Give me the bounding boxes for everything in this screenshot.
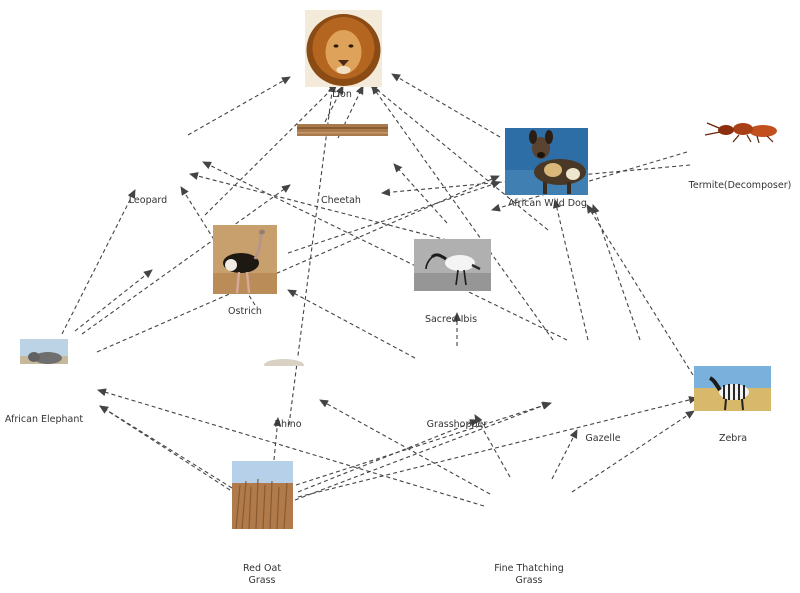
food-web-arrow-11	[81, 184, 291, 335]
food-web-arrow-8	[288, 83, 336, 426]
zebra-label: Zebra	[718, 433, 748, 444]
rhino-image	[262, 356, 306, 366]
food-web-arrow-10	[74, 269, 153, 332]
grasshopper-label: Grasshopper	[426, 419, 488, 430]
food-web-arrow-20	[552, 199, 589, 341]
food-web-arrow-33	[551, 429, 578, 480]
food-web-arrow-29	[99, 405, 233, 489]
leopard-label: Leopard	[128, 195, 168, 206]
food-web-arrow-31	[99, 405, 231, 491]
food-web-arrow-17	[393, 163, 448, 224]
wild-dog-label: African Wild Dog	[508, 198, 587, 209]
zebra-image	[694, 366, 771, 411]
food-web-arrow-21	[591, 204, 641, 341]
food-web-arrow-23	[297, 419, 479, 493]
ibis-image	[414, 239, 491, 291]
food-web-arrow-25	[295, 401, 552, 486]
food-web-arrow-5	[391, 73, 501, 138]
red-oat-grass-image	[232, 461, 293, 529]
cheetah-label: Cheetah	[321, 195, 361, 206]
wild-dog-image	[505, 128, 588, 195]
ibis-label: Sacred Ibis	[424, 314, 478, 325]
food-web-arrow-18	[189, 172, 448, 241]
red-oat-grass-label-line1: Red Oat	[242, 563, 282, 574]
elephant-image	[20, 339, 68, 364]
red-oat-grass-label-line2: Grass	[248, 575, 276, 586]
food-web-arrow-26	[294, 402, 551, 501]
food-web-arrow-27	[319, 399, 491, 495]
food-web-arrow-28	[474, 414, 511, 478]
food-web-arrow-34	[273, 417, 282, 461]
food-web-arrow-2	[204, 83, 338, 216]
food-web-arrow-15	[491, 151, 688, 212]
lion-image	[305, 10, 382, 87]
termite-image	[693, 114, 785, 144]
fine-thatching-grass-label-line2: Grass	[515, 575, 543, 586]
food-web-arrow-19	[202, 161, 568, 341]
elephant-label: African Elephant	[4, 414, 84, 425]
food-web-arrow-12	[96, 175, 500, 353]
ostrich-image	[213, 225, 277, 294]
food-web-arrow-36	[287, 289, 416, 359]
food-web-arrow-9	[61, 189, 136, 335]
ostrich-label: Ostrich	[228, 306, 262, 317]
log-image	[297, 124, 388, 136]
fine-thatching-grass-label-line1: Fine Thatching	[494, 563, 564, 574]
food-web-arrow-32	[571, 410, 695, 493]
rhino-label: Rhino	[274, 419, 302, 430]
lion-label: Lion	[332, 89, 352, 100]
food-web-arrow-1	[187, 76, 291, 136]
food-web-arrow-7	[371, 85, 554, 341]
food-web-arrow-22	[586, 204, 694, 376]
food-web-arrow-24	[297, 396, 698, 498]
termite-label: Termite(Decomposer)	[688, 180, 792, 191]
food-web-arrow-6	[369, 83, 549, 231]
gazelle-label: Gazelle	[585, 433, 621, 444]
food-web-arrow-14	[287, 180, 501, 254]
